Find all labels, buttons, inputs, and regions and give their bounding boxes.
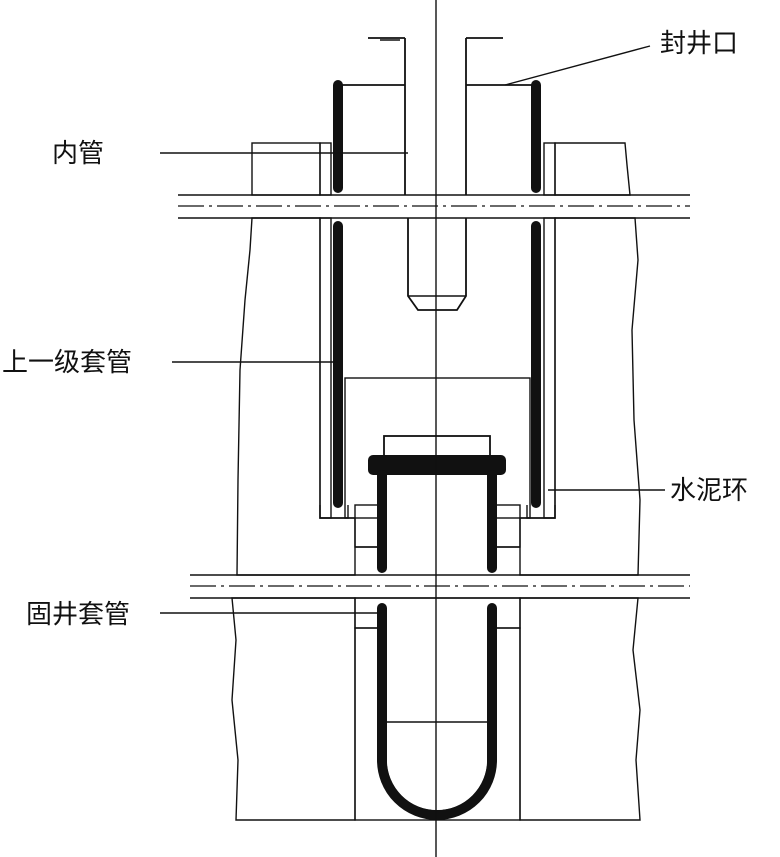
left-formation-lower [231,597,356,821]
casing-shoe-right [526,505,556,519]
right-formation-lower [519,597,641,821]
casing-u-inner-fill [387,608,487,810]
cement-annulus-right [543,217,556,519]
leader-seal [504,45,651,86]
cement-annulus-top-left [319,142,332,196]
label-fixed-casing: 固井套管 [26,600,130,630]
casing-shoe-left [319,505,349,519]
cement-annulus-top-right [543,142,556,196]
casing-inner-bore [387,475,487,575]
right-formation-top [554,142,631,196]
upper-section [251,37,631,196]
cement-annulus-left [319,217,332,519]
fixed-casing-u [377,603,497,820]
label-cement-ring: 水泥环 [670,476,748,506]
casing-top-collar [368,455,506,475]
label-inner-tube: 内管 [52,139,104,169]
lower-section [231,597,641,821]
left-formation-top [251,142,321,196]
label-seal: 封井口 [660,29,738,59]
inner-tube-bottom [407,218,467,311]
label-upper-casing: 上一级套管 [2,348,132,378]
casing-top-plug [383,435,491,457]
middle-section [236,217,641,576]
